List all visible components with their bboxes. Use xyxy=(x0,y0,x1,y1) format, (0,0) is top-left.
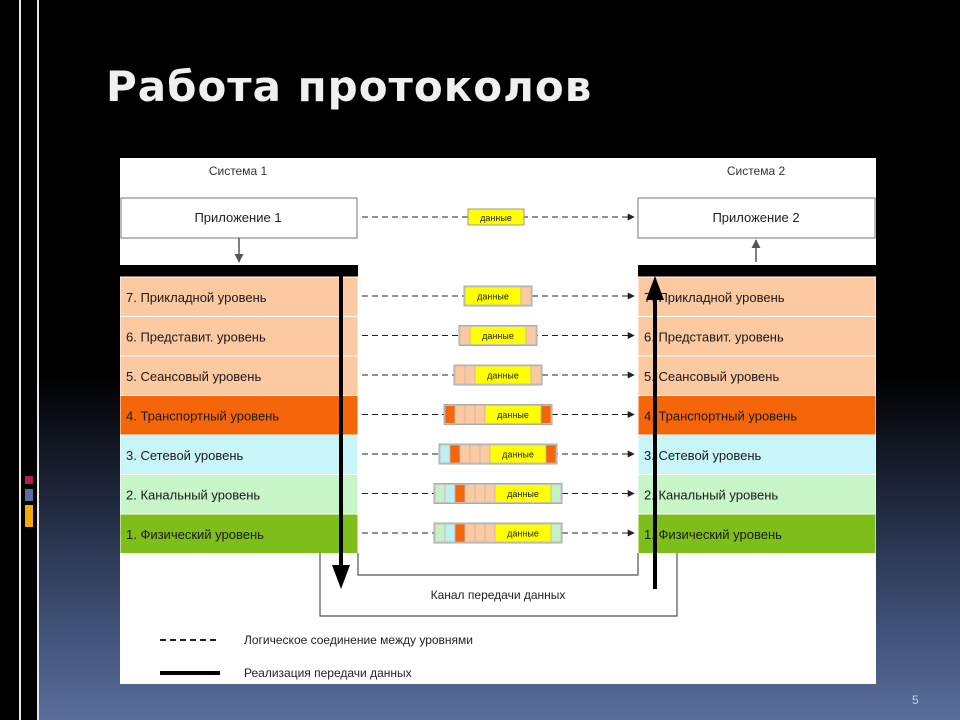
packet-data-label-6: данные xyxy=(507,489,539,499)
packet-trailer xyxy=(550,523,562,543)
layer-left-label-3: 5. Сеансовый уровень xyxy=(126,369,261,384)
packet-trailer xyxy=(550,484,562,503)
layer-left-label-1: 7. Прикладной уровень xyxy=(126,290,267,305)
layer-left-label-4: 4. Транспортный уровень xyxy=(126,409,279,424)
accent-square-red xyxy=(25,476,33,484)
channel-outer-line xyxy=(319,553,678,617)
packet-trailer xyxy=(540,405,552,424)
packet-header xyxy=(464,365,476,385)
packet-header xyxy=(459,326,471,345)
layer-left-label-6: 2. Канальный уровень xyxy=(126,488,260,503)
layer-right-4 xyxy=(637,395,876,436)
layer-right-5 xyxy=(637,434,876,475)
packet-header xyxy=(444,484,456,503)
layer-right-label-3: 5. Сеансовый уровень xyxy=(644,369,779,384)
packet-header xyxy=(444,405,456,424)
osi-stack-right: 7. Прикладной уровень 6. Представит. уров… xyxy=(637,276,876,554)
packet-trailer xyxy=(525,326,537,345)
layer-left-1 xyxy=(120,276,359,317)
packet-header xyxy=(459,444,471,464)
packet-trailer xyxy=(545,444,557,464)
layer-right-label-2: 6. Представит. уровень xyxy=(644,330,784,345)
system-right-label: Система 2 xyxy=(727,164,786,178)
osi-diagram: Система 1 Система 2 Приложение 1 Приложе… xyxy=(120,158,876,684)
layer-right-6 xyxy=(637,474,876,515)
layer-left-5 xyxy=(120,434,359,475)
layer-right-label-7: 1. Физический уровень xyxy=(644,527,782,542)
transmit-up-arrowhead xyxy=(646,276,664,300)
packet-header xyxy=(454,405,466,424)
layer-left-label-7: 1. Физический уровень xyxy=(126,527,264,542)
packet-header xyxy=(474,523,486,543)
layer-right-label-1: 7. Прикладной уровень xyxy=(644,290,785,305)
channel-inner-line xyxy=(357,553,639,576)
layer-left-7 xyxy=(120,513,359,554)
channel-label: Канал передачи данных xyxy=(431,588,566,602)
packet-data-label-1: данные xyxy=(477,292,509,302)
packet-header xyxy=(454,484,466,503)
app-data-block xyxy=(467,208,525,226)
packet-header xyxy=(449,444,461,464)
app-left-label: Приложение 1 xyxy=(194,210,281,225)
packet-header xyxy=(464,523,476,543)
layer-right-3 xyxy=(637,355,876,396)
packet-trailer xyxy=(530,365,542,385)
accent-square-orange xyxy=(25,505,33,527)
packets-group: данные данные данные данные данные данные данн… xyxy=(362,285,635,544)
slide-title: Работа протоколов xyxy=(106,62,593,111)
packet-data-label-5: данные xyxy=(502,450,534,460)
layer-left-label-5: 3. Сетевой уровень xyxy=(126,448,244,463)
accent-square-blue xyxy=(25,489,33,501)
layer-right-7 xyxy=(637,513,876,554)
packet-header xyxy=(444,523,456,543)
packet-header xyxy=(434,484,446,503)
page-number: 5 xyxy=(912,693,919,707)
layer-right-label-5: 3. Сетевой уровень xyxy=(644,448,762,463)
layer-left-2 xyxy=(120,316,359,357)
layer-right-label-4: 4. Транспортный уровень xyxy=(644,409,797,424)
decor-line-2 xyxy=(37,0,39,720)
app-right-box xyxy=(637,197,876,239)
layer-left-6 xyxy=(120,474,359,515)
app-left-box xyxy=(120,197,358,239)
layer-right-label-6: 2. Канальный уровень xyxy=(644,488,778,503)
packet-data-label-2: данные xyxy=(482,331,514,341)
packet-header xyxy=(484,484,496,503)
layer-right-2 xyxy=(637,316,876,357)
decor-line-1 xyxy=(19,0,21,720)
legend-solid-label: Реализация передачи данных xyxy=(244,666,412,680)
transmit-down-arrowhead xyxy=(332,565,350,589)
packet-data-label-3: данные xyxy=(487,371,519,381)
layer-right-1 xyxy=(637,276,876,317)
packet-header xyxy=(474,405,486,424)
packet-header xyxy=(469,444,481,464)
packet-header xyxy=(434,523,446,543)
packet-header xyxy=(484,523,496,543)
layer-left-4 xyxy=(120,395,359,436)
app-right-label: Приложение 2 xyxy=(712,210,799,225)
packet-trailer xyxy=(520,286,532,306)
packet-header xyxy=(454,523,466,543)
packet-header xyxy=(464,484,476,503)
packet-header xyxy=(479,444,491,464)
system-left-label: Система 1 xyxy=(209,164,268,178)
packet-header xyxy=(439,444,451,464)
packet-data-label-4: данные xyxy=(497,410,529,420)
packet-header xyxy=(464,405,476,424)
osi-stack-left: 7. Прикладной уровень 6. Представит. уров… xyxy=(120,276,359,554)
stack-right-header xyxy=(638,265,876,277)
legend-dashed-label: Логическое соединение между уровнями xyxy=(244,633,473,647)
app-data-label: данные xyxy=(480,213,512,223)
layer-left-3 xyxy=(120,355,359,396)
packet-data-label-7: данные xyxy=(507,529,539,539)
packet-header xyxy=(454,365,466,385)
stack-left-header xyxy=(120,265,358,277)
layer-left-label-2: 6. Представит. уровень xyxy=(126,330,266,345)
packet-header xyxy=(474,484,486,503)
